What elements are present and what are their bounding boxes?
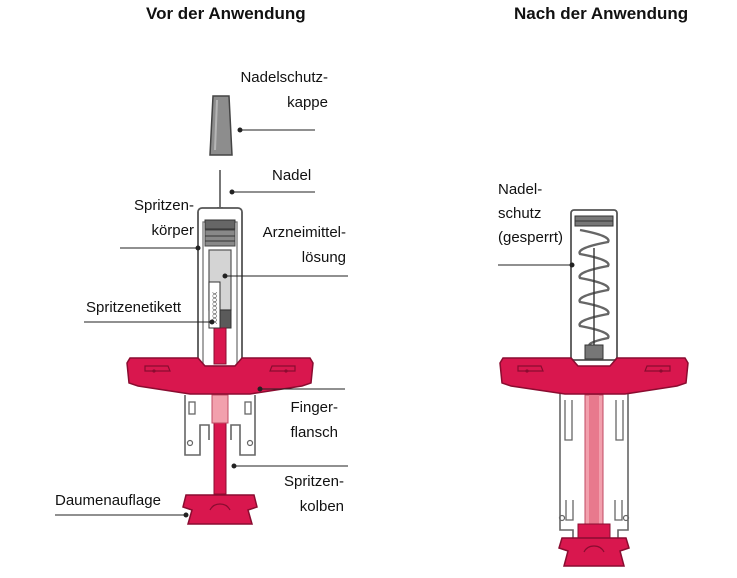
heading-before: Vor der Anwendung [146, 4, 306, 23]
syringe-label-code: XXXXXXXX [213, 292, 219, 324]
label-plunger: Spritzen- kolben [283, 473, 344, 515]
syringe-after [499, 209, 689, 567]
label-syringe-label: Spritzenetikett [86, 299, 182, 316]
spring [578, 228, 610, 350]
label-finger-flange: Finger- flansch [290, 399, 338, 441]
label-barrel: Spritzen- körper [133, 197, 194, 239]
syringe-before: XXXXXXXX [126, 95, 314, 525]
label-needle-cap: Nadelschutz- kappe [240, 69, 328, 111]
label-needle-guard: Nadel- schutz (gesperrt) [498, 181, 564, 246]
label-needle: Nadel [272, 167, 312, 184]
heading-after: Nach der Anwendung [514, 4, 689, 23]
leader-lines-right [498, 262, 575, 268]
plunger-cage [184, 395, 256, 456]
syringe-label [208, 281, 221, 329]
finger-flange [126, 357, 314, 395]
label-drug-solution: Arzneimittel- lösung [262, 224, 346, 266]
leader-lines-left [55, 127, 348, 518]
thumb-pad [182, 494, 258, 525]
label-thumb-pad: Daumenauflage [55, 492, 161, 509]
